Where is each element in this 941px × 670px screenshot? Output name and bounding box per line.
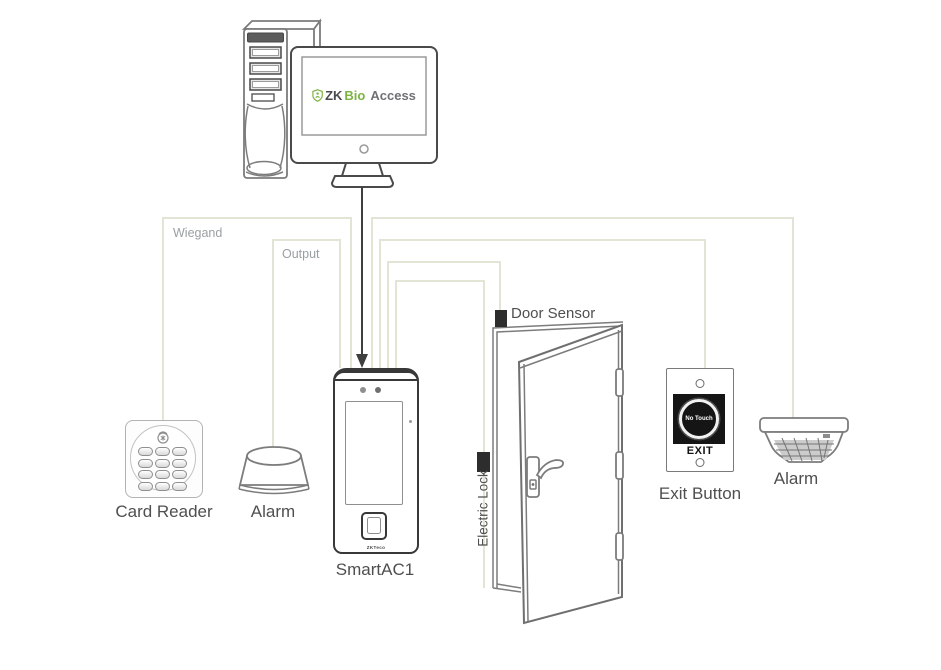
dome-alarm-illustration (759, 417, 849, 463)
door-sensor-label: Door Sensor (511, 305, 596, 322)
no-touch-text: No Touch (685, 416, 713, 422)
alarm-right-caption: Alarm (773, 469, 819, 488)
exit-button-wire (379, 239, 706, 368)
wiegand-wire (162, 217, 352, 423)
alarm-left-caption: Alarm (250, 502, 296, 521)
output-label: Output (282, 247, 320, 261)
screw-hole (695, 379, 705, 388)
alarm-right-wire (371, 217, 794, 418)
card-reader-caption: Card Reader (115, 502, 213, 521)
card-reader-illustration (125, 420, 203, 498)
electric-lock-wire (395, 280, 485, 453)
camera-icon (375, 387, 381, 393)
wires (162, 217, 794, 588)
card-reader-faceplate (130, 425, 196, 491)
keypad-button (172, 458, 187, 468)
screw-hole (695, 458, 705, 467)
exit-button-illustration: No Touch EXIT (666, 368, 734, 472)
camera-icon (360, 387, 366, 393)
wiegand-label: Wiegand (173, 226, 223, 240)
card-reader-keypad (138, 447, 187, 491)
keypad-button (172, 447, 187, 456)
keypad-button (172, 481, 187, 491)
exit-button-caption: Exit Button (658, 484, 742, 503)
smartac1-illustration: ZKTeco (333, 368, 419, 554)
output-wire (272, 239, 341, 447)
exit-button-panel: No Touch (673, 394, 725, 444)
logo-text-bio: Bio (344, 88, 366, 103)
keypad-button (155, 470, 170, 479)
shield-icon (312, 89, 323, 102)
electric-lock-block (477, 452, 490, 472)
card-reader-logo-icon (157, 431, 169, 444)
keypad-button (155, 481, 170, 491)
smartac1-screen (345, 401, 403, 505)
mic-hole (409, 420, 412, 423)
siren-alarm-illustration (238, 446, 310, 495)
logo-text-zk: ZK (325, 88, 343, 103)
fingerprint-sensor (361, 512, 387, 540)
keypad-button (155, 458, 170, 468)
keypad-button (138, 447, 153, 456)
keypad-button (138, 470, 153, 479)
keypad-button (172, 470, 187, 479)
logo-text-access: Access (370, 88, 416, 103)
smartac1-brand: ZKTeco (366, 545, 386, 550)
smartac1-caption: SmartAC1 (335, 560, 415, 579)
door-sensor-wire (387, 261, 501, 368)
monitor-illustration (290, 46, 438, 188)
keypad-button (138, 458, 153, 468)
exit-text: EXIT (686, 445, 714, 457)
no-touch-ring: No Touch (679, 399, 719, 439)
keypad-button (138, 481, 153, 491)
door-illustration (477, 310, 624, 625)
keypad-button (155, 447, 170, 456)
electric-lock-label: Electric Lock (475, 470, 491, 547)
smartac1-top-band (335, 370, 417, 381)
connection-arrow (356, 187, 368, 368)
door-sensor-block (495, 310, 507, 327)
